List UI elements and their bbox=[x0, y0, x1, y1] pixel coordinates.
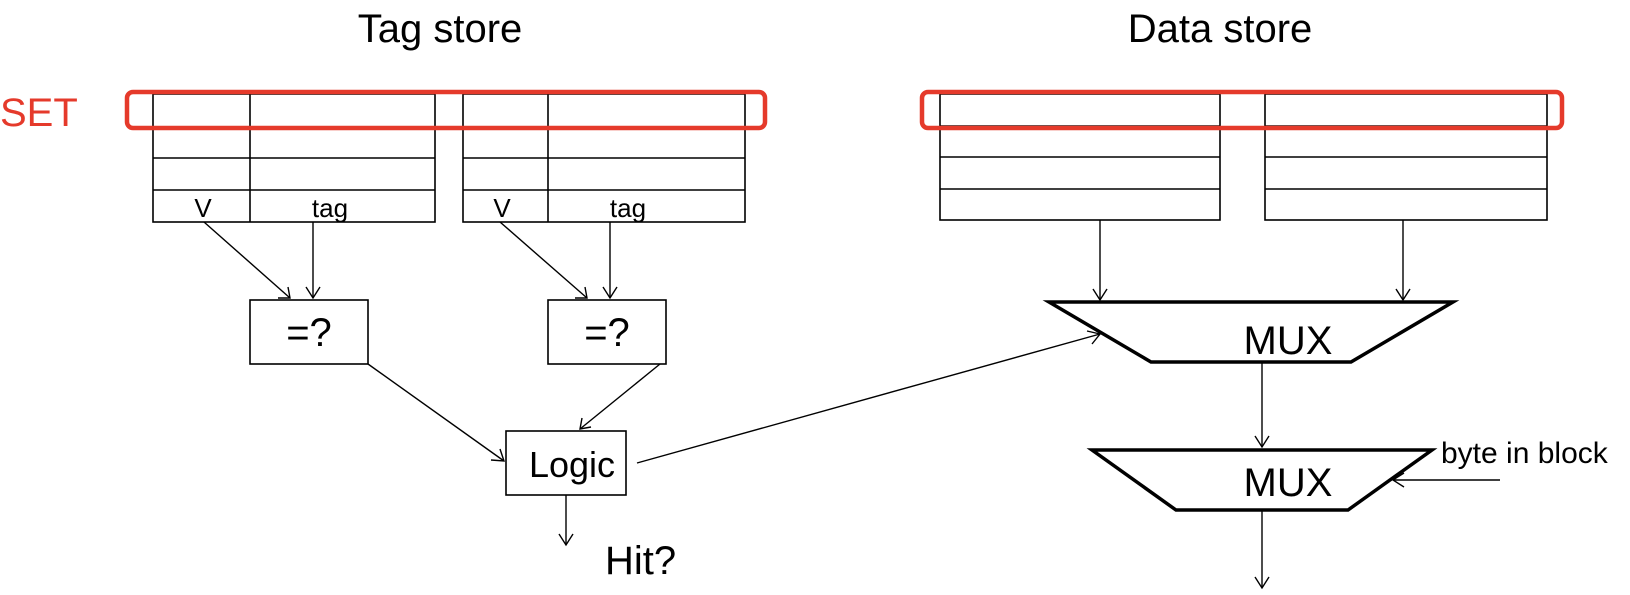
way-mux-label: MUX bbox=[1244, 319, 1333, 363]
valid-bit-label-way-2: V bbox=[493, 193, 511, 223]
data-store-way-2 bbox=[1264, 93, 1548, 221]
set-label: SET bbox=[0, 91, 78, 135]
hit-logic-block: Logic bbox=[505, 430, 627, 496]
logic-label: Logic bbox=[529, 444, 615, 485]
set-highlight-tag-store bbox=[124, 89, 768, 131]
wires bbox=[203, 220, 1500, 590]
comparator-way-1: =? bbox=[249, 299, 369, 365]
valid-bit-label-way-1: V bbox=[194, 193, 212, 223]
tag-store-title: Tag store bbox=[358, 7, 523, 51]
comparator-label-way-2: =? bbox=[584, 311, 630, 355]
byte-in-block-label: byte in block bbox=[1441, 437, 1609, 470]
byte-mux-label: MUX bbox=[1244, 461, 1333, 505]
tag-store-way-1: V tag bbox=[152, 93, 436, 223]
data-store-title: Data store bbox=[1128, 7, 1313, 51]
way-select-mux: MUX bbox=[1042, 300, 1460, 364]
tag-store-way-2: V tag bbox=[462, 93, 746, 223]
tag-label-way-1: tag bbox=[312, 193, 348, 223]
hit-output-label: Hit? bbox=[605, 539, 676, 583]
set-highlight-data-store bbox=[919, 89, 1565, 131]
data-store-way-1 bbox=[939, 93, 1221, 221]
byte-select-mux: MUX bbox=[1086, 448, 1438, 512]
comparator-label-way-1: =? bbox=[286, 311, 332, 355]
tag-label-way-2: tag bbox=[610, 193, 646, 223]
comparator-way-2: =? bbox=[547, 299, 667, 365]
